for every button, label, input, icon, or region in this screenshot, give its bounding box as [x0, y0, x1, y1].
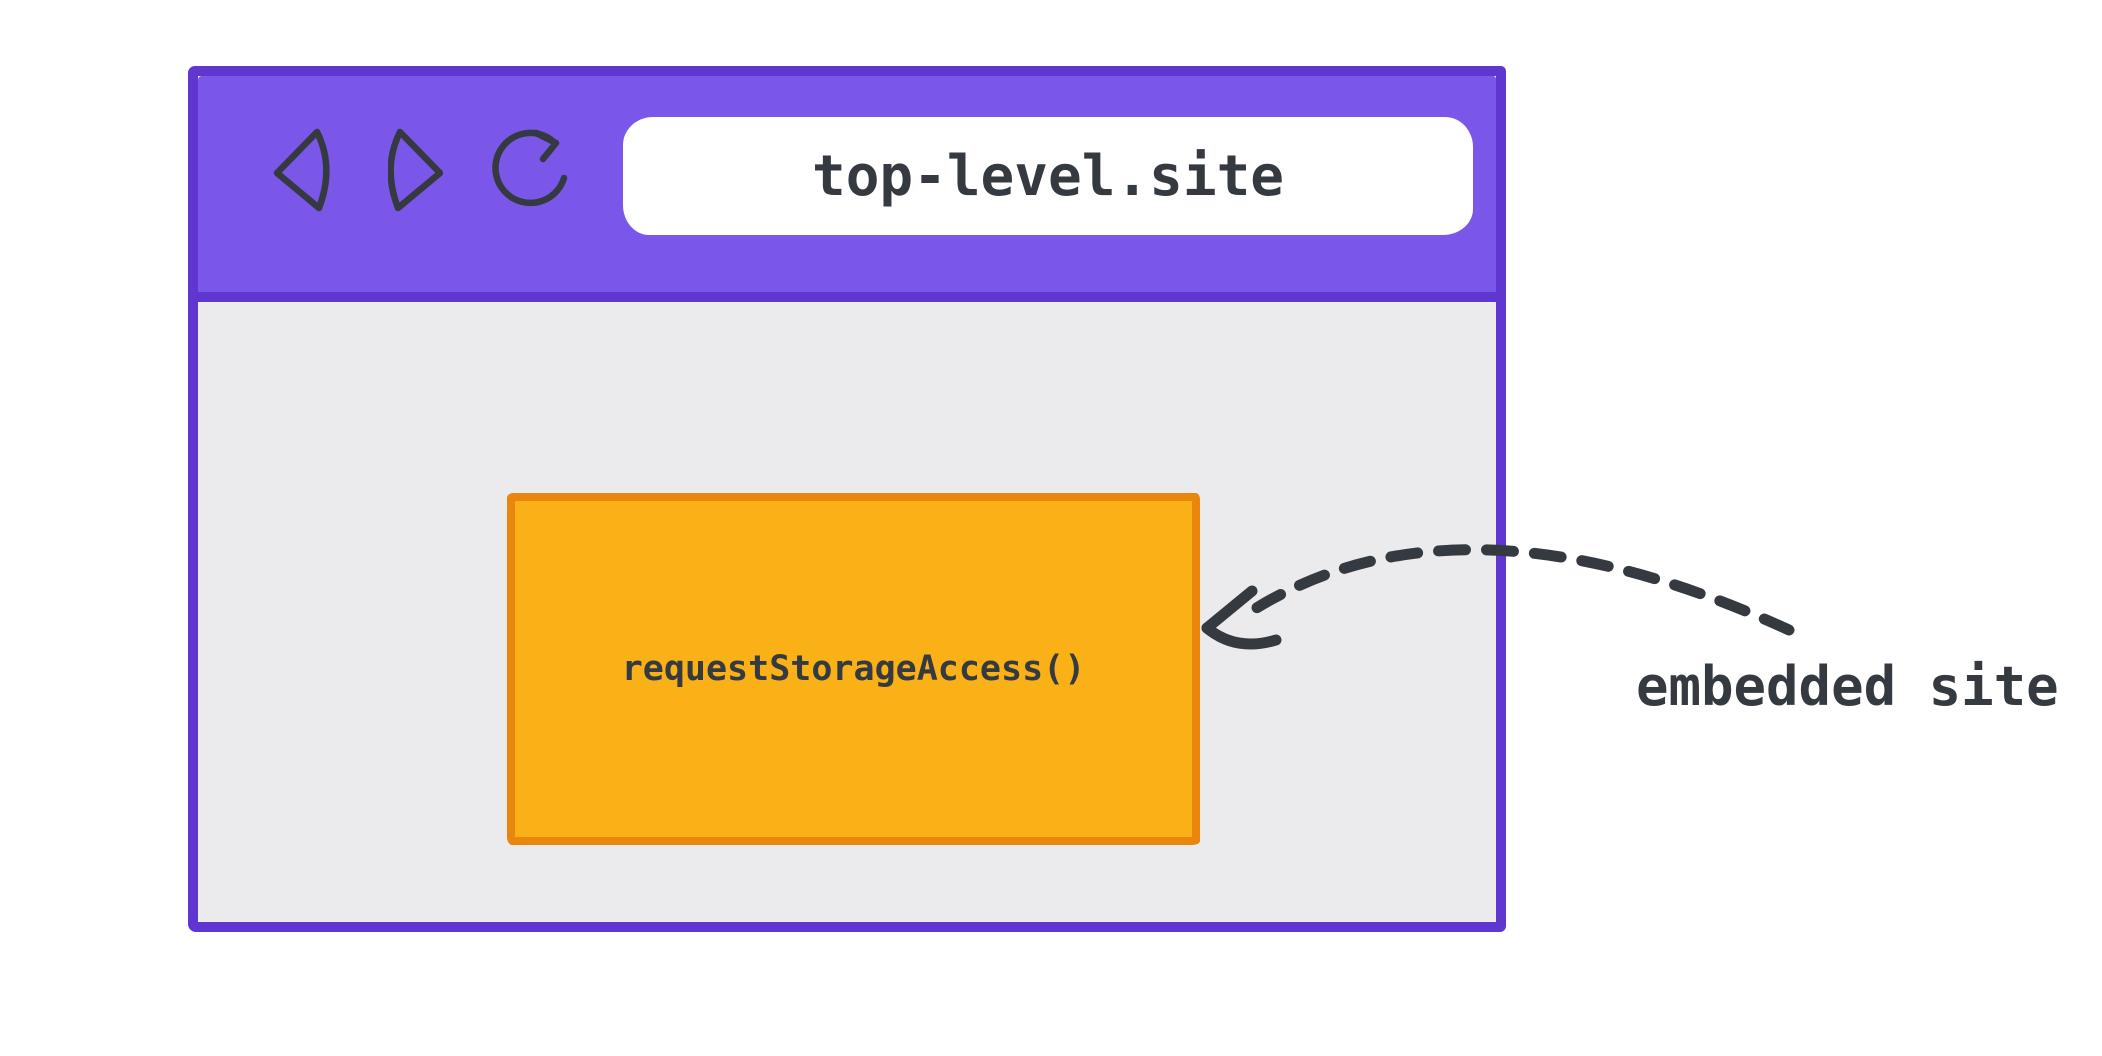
arrow-dashed-curve — [1244, 544, 1795, 636]
forward-icon-shape — [388, 128, 443, 212]
back-icon[interactable] — [273, 128, 330, 212]
back-icon-shape — [273, 128, 330, 212]
reload-icon-arrowhead — [532, 129, 560, 163]
arrowhead-lower-barb — [1201, 622, 1282, 650]
browser-viewport: requestStorageAccess() — [198, 302, 1496, 922]
browser-window: top-level.site requestStorageAccess() — [188, 66, 1506, 932]
reload-icon-circle — [492, 129, 568, 207]
embedded-site-label: embedded site — [1636, 655, 2059, 718]
annotation-arrow — [1201, 544, 1795, 650]
url-bar[interactable]: top-level.site — [623, 117, 1473, 235]
forward-icon[interactable] — [388, 128, 443, 212]
url-text: top-level.site — [811, 143, 1284, 209]
browser-toolbar: top-level.site — [198, 76, 1496, 302]
arrowhead-upper-barb — [1201, 585, 1258, 634]
reload-icon[interactable] — [488, 126, 568, 210]
embedded-iframe-box[interactable]: requestStorageAccess() — [507, 493, 1200, 845]
iframe-api-call-label: requestStorageAccess() — [621, 649, 1086, 689]
